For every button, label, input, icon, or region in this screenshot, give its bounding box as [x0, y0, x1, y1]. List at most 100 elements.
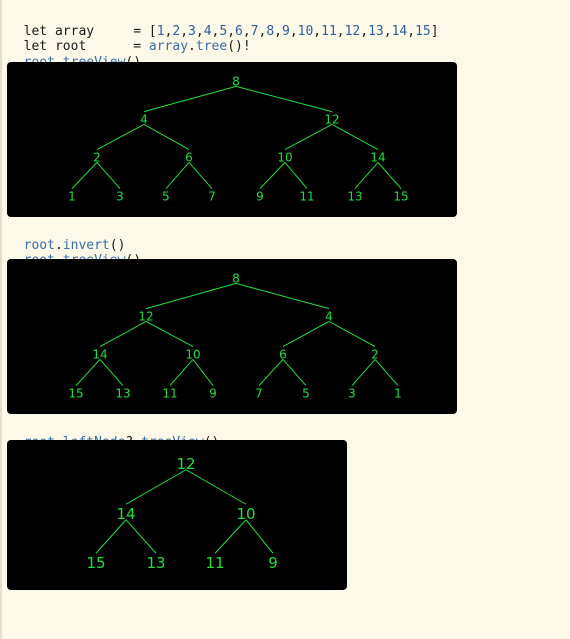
tree-node-label: 12	[138, 309, 153, 323]
tree-node-label: 1	[68, 189, 76, 203]
tree-edge	[214, 519, 247, 554]
tree-node-label: 6	[185, 150, 193, 164]
tree-node-label: 2	[371, 347, 379, 361]
assign-operator: =	[133, 39, 142, 54]
tree-edge	[188, 162, 213, 189]
tree-node-label: 14	[116, 505, 135, 523]
tree-edge	[328, 320, 376, 348]
tree-node-label: 12	[324, 112, 339, 126]
tree-edge	[245, 519, 274, 554]
tree-node-label: 5	[302, 386, 310, 400]
code-line-invert[interactable]: root.invert()	[8, 223, 126, 253]
tree-edges	[75, 282, 399, 386]
tree-node-label: 10	[277, 150, 292, 164]
tree-node-label: 4	[325, 309, 333, 323]
tree-node-label: 11	[205, 554, 224, 572]
array-element: 5	[219, 24, 228, 39]
array-separator: ,	[164, 24, 173, 39]
array-separator: ,	[336, 24, 345, 39]
tree-edge	[235, 85, 333, 113]
tree-node-label: 10	[185, 347, 200, 361]
let-keyword: let	[23, 39, 48, 54]
tree-edge	[143, 85, 237, 113]
array-separator: ,	[360, 24, 369, 39]
tree-node-label: 8	[232, 74, 240, 88]
array-element: 1	[156, 24, 165, 39]
tree-edge	[145, 282, 237, 310]
tree-edge	[169, 359, 194, 386]
invert-method: invert	[62, 238, 110, 253]
tree-edge	[258, 359, 284, 386]
tree-edge	[96, 162, 121, 189]
array-separator: ,	[258, 24, 267, 39]
array-separator: ,	[313, 24, 322, 39]
root-reference: root	[23, 238, 55, 253]
array-element: 14	[391, 24, 408, 39]
tree-node-label: 7	[208, 189, 216, 203]
tree-edge	[282, 320, 330, 348]
array-separator: ,	[274, 24, 282, 39]
tree-node-label: 14	[92, 347, 107, 361]
tree-node-label: 10	[236, 505, 255, 523]
tree-node-label: 5	[162, 189, 170, 203]
tree-node-label: 8	[232, 271, 240, 285]
tree-node-label: 2	[93, 150, 101, 164]
code-line-array-declaration[interactable]: let array = [1,2,3,4,5,6,7,8,9,10,11,12,…	[8, 9, 439, 39]
code-line-root-declaration[interactable]: let root = array.tree()!	[8, 24, 251, 54]
tree-edge	[95, 519, 127, 554]
dot-operator: .	[54, 238, 63, 253]
array-element: 12	[344, 24, 361, 39]
array-reference: array	[148, 39, 189, 54]
tree-edge	[374, 359, 399, 386]
tree-node-label: 11	[299, 189, 314, 203]
tree-node-label: 1	[394, 386, 402, 400]
let-keyword: let	[23, 24, 48, 39]
tree-node-label: 14	[370, 150, 385, 164]
tree-node-label: 11	[162, 386, 177, 400]
array-element: 13	[368, 24, 384, 39]
tree-edge	[377, 162, 402, 189]
array-element: 9	[281, 24, 290, 39]
array-separator: ,	[289, 24, 298, 39]
tree-edge	[185, 469, 247, 505]
tree-edge	[145, 320, 194, 348]
array-element: 2	[172, 24, 181, 39]
array-element: 7	[250, 24, 259, 39]
dot-operator: .	[188, 39, 196, 54]
tree-edge	[96, 123, 145, 151]
array-element: 6	[235, 24, 243, 39]
tree-node-label: 12	[176, 455, 195, 473]
array-literal-values: 1,2,3,4,5,6,7,8,9,10,11,12,13,14,15	[157, 24, 431, 39]
tree-edge	[284, 162, 308, 189]
tree-edge	[354, 162, 379, 189]
tree-node-label: 9	[256, 189, 264, 203]
tree-edge	[125, 519, 157, 554]
array-separator: ,	[195, 24, 204, 39]
tree-node-label: 9	[209, 386, 217, 400]
tree-edge	[284, 123, 333, 151]
tree-method: tree	[195, 39, 228, 54]
tree-node-label: 15	[68, 386, 83, 400]
tree-edge	[99, 320, 147, 348]
array-element: 8	[266, 24, 275, 39]
tree-node-label: 3	[116, 189, 124, 203]
tree-node-label: 7	[255, 386, 263, 400]
tree-node-label: 6	[279, 347, 287, 361]
tree-node-label: 13	[347, 189, 362, 203]
tree-node-label: 9	[268, 554, 278, 572]
array-separator: ,	[242, 24, 251, 39]
call-suffix: ()!	[227, 39, 251, 54]
array-separator: ,	[180, 24, 189, 39]
tree-edge	[259, 162, 286, 189]
tree-edge	[282, 359, 307, 386]
tree-edge	[331, 123, 379, 151]
array-element: 3	[188, 24, 196, 39]
call-suffix: ()	[109, 238, 126, 253]
tree-edge	[71, 162, 98, 189]
tree-node-label: 3	[348, 386, 356, 400]
